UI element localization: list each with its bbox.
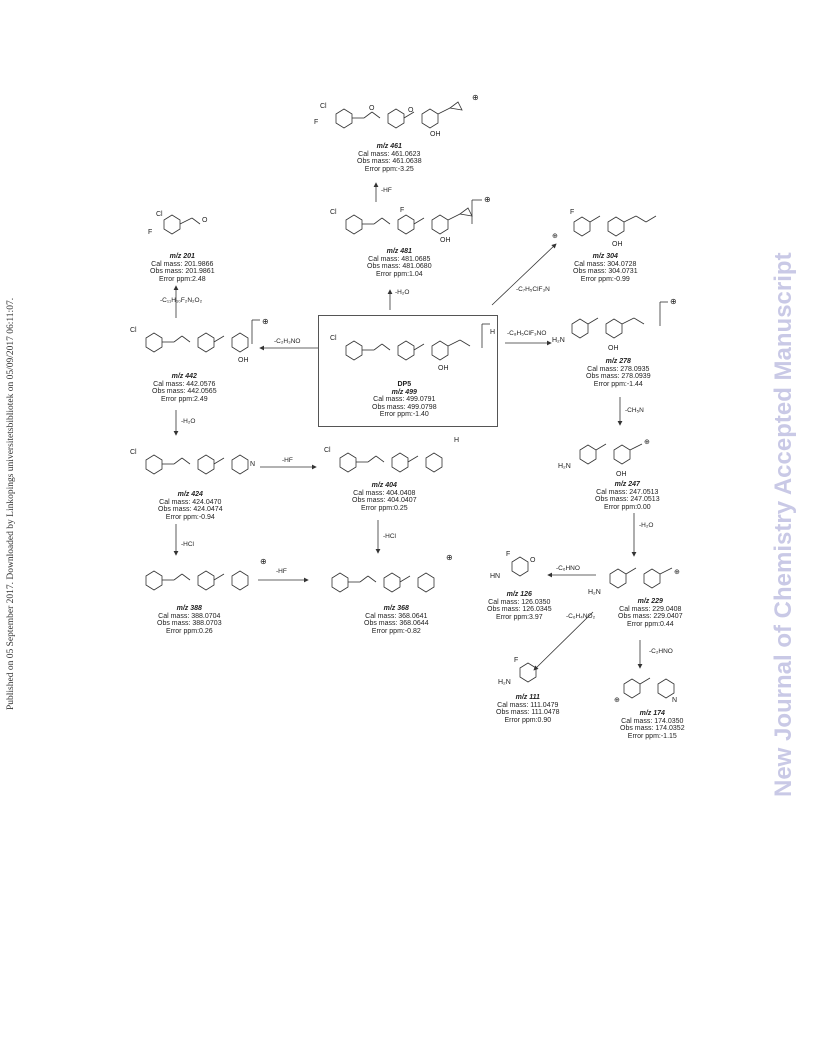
- atom-h2n: H₂N: [552, 337, 565, 344]
- loss-ch5n: -CH₅N: [625, 407, 644, 414]
- loss-h2o-top: -H₂O: [395, 289, 410, 296]
- atom-oh: OH: [616, 471, 627, 478]
- fragment-label-388: m/z 388 Cal mass: 388.0704 Obs mass: 388…: [157, 605, 222, 635]
- structure-368: ⊕: [331, 553, 453, 593]
- atom-o: O: [408, 107, 414, 114]
- structure-126: F HN O: [490, 551, 536, 580]
- atom-oh: OH: [238, 357, 249, 364]
- fragment-label-229: m/z 229 Cal mass: 229.0408 Obs mass: 229…: [618, 598, 683, 628]
- loss-hcl-404: -HCl: [383, 533, 396, 540]
- structure-442: Cl OH ⊕: [130, 317, 269, 364]
- atom-f: F: [400, 207, 404, 214]
- structure-499: Cl OH H: [330, 323, 495, 372]
- atom-h2n: H₂N: [558, 463, 571, 470]
- loss-hf-top: -HF: [381, 187, 392, 194]
- atom-oh: OH: [440, 237, 451, 244]
- atom-oh: OH: [430, 131, 441, 138]
- loss-h2o-442: -H₂O: [181, 418, 196, 425]
- structure-247: H₂N OH ⊕: [558, 439, 650, 478]
- fragment-label-404: m/z 404 Cal mass: 404.0408 Obs mass: 404…: [352, 482, 417, 512]
- arrow-229-111: [533, 611, 594, 671]
- loss-hcl-424: -HCl: [181, 541, 194, 548]
- charge-symbol: ⊕: [262, 317, 269, 326]
- structure-461: Cl F O O OH ⊕: [314, 93, 479, 138]
- fragment-label-174: m/z 174 Cal mass: 174.0350 Obs mass: 174…: [620, 710, 685, 740]
- atom-h: H: [454, 437, 459, 444]
- charge-symbol: ⊕: [472, 93, 479, 102]
- atom-f: F: [148, 229, 152, 236]
- parent-ion-label: DP5 m/z 499 Cal mass: 499.0791 Obs mass:…: [372, 381, 437, 418]
- charge-symbol: ⊕: [484, 195, 491, 204]
- atom-cl: Cl: [130, 327, 137, 334]
- atom-oh: OH: [612, 241, 623, 248]
- structure-201: Cl F O: [148, 211, 208, 236]
- charge-symbol: ⊕: [670, 298, 677, 306]
- atom-oh: OH: [608, 345, 619, 352]
- fragment-label-481: m/z 481 Cal mass: 481.0685 Obs mass: 481…: [367, 248, 432, 278]
- structure-404: Cl H: [324, 437, 459, 473]
- loss-c2hno: -C₂HNO: [649, 648, 673, 655]
- atom-cl: Cl: [324, 447, 331, 454]
- atom-f: F: [570, 209, 574, 216]
- loss-c6h4no2: -C₆H₄NO₂: [566, 613, 596, 620]
- loss-hf-388: -HF: [276, 568, 287, 575]
- atom-h2n: H₂N: [588, 589, 601, 596]
- atom-n: N: [672, 697, 677, 704]
- charge-symbol: ⊕: [260, 557, 267, 566]
- loss-h2o-247: -H₂O: [639, 522, 654, 529]
- atom-f: F: [314, 119, 318, 126]
- structure-481: Cl F OH ⊕: [330, 195, 491, 244]
- atom-cl: Cl: [330, 335, 337, 342]
- charge-symbol: ⊕: [674, 569, 680, 576]
- structure-229: H₂N ⊕: [588, 567, 680, 596]
- fragment-label-126: m/z 126 Cal mass: 126.0350 Obs mass: 126…: [487, 591, 552, 621]
- atom-o: O: [530, 557, 536, 564]
- loss-c8h5clf3no: -C₈H₅ClF₃NO: [507, 330, 547, 337]
- atom-oh: OH: [438, 365, 449, 372]
- charge-symbol: ⊕: [644, 439, 650, 446]
- atom-h2n: H₂N: [498, 679, 511, 686]
- atom-cl: Cl: [130, 449, 137, 456]
- loss-c2h3no: -C₂H₃NO: [274, 338, 301, 345]
- parent-ion-box: [318, 315, 498, 427]
- charge-symbol: ⊕: [614, 697, 620, 704]
- loss-c7h5clf3n: -C₇H₅ClF₃N: [516, 286, 550, 293]
- fragment-label-442: m/z 442 Cal mass: 442.0576 Obs mass: 442…: [152, 373, 217, 403]
- atom-f: F: [514, 657, 518, 664]
- arrow-499-304: [491, 243, 557, 306]
- atom-o: O: [369, 105, 375, 112]
- fragment-label-201: m/z 201 Cal mass: 201.9866 Obs mass: 201…: [150, 253, 215, 283]
- structure-304: F ⊕ OH: [552, 209, 657, 248]
- atom-cl: Cl: [156, 211, 163, 218]
- fragment-label-461: m/z 461 Cal mass: 461.0623 Obs mass: 461…: [357, 143, 422, 173]
- fragment-label-111: m/z 111 Cal mass: 111.0479 Obs mass: 111…: [496, 694, 560, 724]
- charge-symbol: ⊕: [552, 233, 558, 240]
- fragment-label-304: m/z 304 Cal mass: 304.0728 Obs mass: 304…: [573, 253, 638, 283]
- loss-c6hno: -C₆HNO: [556, 565, 580, 572]
- structure-388: ⊕: [145, 557, 267, 591]
- atom-f: F: [506, 551, 510, 558]
- structure-424: Cl N: [130, 449, 255, 475]
- fragment-label-278: m/z 278 Cal mass: 278.0935 Obs mass: 278…: [586, 358, 651, 388]
- atom-n: N: [250, 461, 255, 468]
- loss-hf-424: -HF: [282, 457, 293, 464]
- atom-o: O: [202, 217, 208, 224]
- atom-h: H: [490, 329, 495, 336]
- loss-c11h10f2n2o2: -C₁₁H₁₀F₂N₂O₂: [160, 297, 203, 304]
- structure-111: F H₂N: [498, 657, 537, 686]
- atom-cl: Cl: [330, 209, 337, 216]
- charge-symbol: ⊕: [446, 553, 453, 562]
- structure-278: H₂N OH ⊕: [552, 298, 677, 352]
- atom-cl: Cl: [320, 103, 327, 110]
- fragment-label-368: m/z 368 Cal mass: 368.0641 Obs mass: 368…: [364, 605, 429, 635]
- fragment-label-424: m/z 424 Cal mass: 424.0470 Obs mass: 424…: [158, 491, 223, 521]
- fragment-label-247: m/z 247 Cal mass: 247.0513 Obs mass: 247…: [595, 481, 660, 511]
- atom-hn: HN: [490, 573, 500, 580]
- structure-174: ⊕ N: [614, 677, 677, 704]
